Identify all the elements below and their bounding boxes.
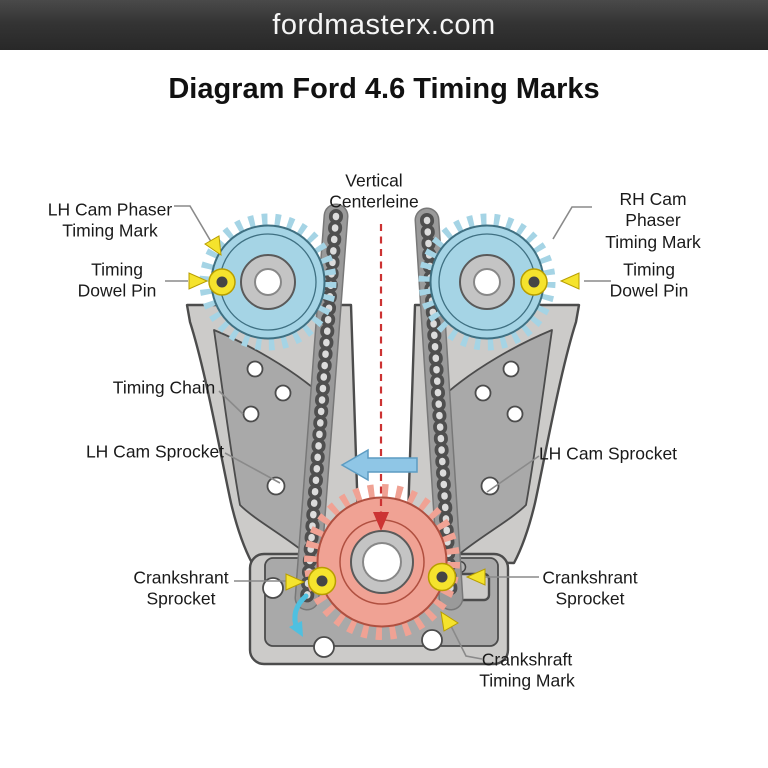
crank-pin-center: [316, 575, 328, 587]
pointer-arrow-icon: [465, 568, 486, 586]
bolt-hole: [274, 384, 292, 402]
label-crank-sprocket-left: Crankshrant Sprocket: [133, 567, 229, 609]
label-lh-cam-phaser-timing-mark: LH Cam Phaser Timing Mark: [47, 199, 173, 241]
site-header-bar: fordmasterx.com: [0, 0, 768, 50]
bolt-hole: [266, 476, 286, 496]
bolt-hole: [262, 577, 284, 599]
bolt-hole: [502, 360, 520, 378]
label-crank-sprocket-right: Crankshrant Sprocket: [542, 567, 638, 609]
bolt-hole: [506, 405, 524, 423]
rh-cam-bore: [473, 268, 501, 296]
rh-pin-center: [528, 276, 540, 288]
bolt-hole: [421, 629, 443, 651]
rh-cam-teeth: [418, 213, 556, 351]
crank-bore: [362, 542, 402, 582]
crank-teeth: [304, 484, 460, 640]
pointer-arrow-icon: [440, 610, 459, 632]
site-title: fordmasterx.com: [272, 8, 496, 41]
cover-right-recess: [447, 329, 553, 557]
pointer-arrow-icon: [285, 573, 306, 591]
label-crankshaft-timing-mark: Crankshraft Timing Mark: [479, 649, 575, 691]
lh-cam-sprocket: [199, 213, 337, 351]
label-cam-sprocket-left: LH Cam Sprocket: [85, 441, 225, 462]
rotation-arrowhead-icon: [289, 621, 303, 637]
label-timing-dowel-pin-right: Timing Dowel Pin: [609, 259, 689, 301]
pointer-arrow-icon: [559, 272, 580, 290]
pointer-arrow-icon: [188, 272, 209, 290]
bolt-hole: [313, 636, 335, 658]
leader-lines: [165, 205, 611, 660]
label-cam-sprocket-right: LH Cam Sprocket: [538, 443, 678, 464]
bolt-hole: [474, 384, 492, 402]
label-timing-chain: Timing Chain: [112, 377, 216, 398]
direction-arrow-icon: [340, 448, 418, 482]
pointer-arrow-icon: [204, 235, 222, 257]
lh-cam-teeth: [199, 213, 337, 351]
lh-cam-bore: [254, 268, 282, 296]
page-title: Diagram Ford 4.6 Timing Marks: [168, 73, 600, 105]
rh-cam-sprocket: [418, 213, 556, 351]
bolt-hole: [480, 476, 500, 496]
label-vertical-centerline: Vertical Centerleine: [329, 170, 419, 212]
label-rh-cam-phaser-timing-mark: RH Cam Phaser Timing Mark: [605, 188, 701, 252]
crankshaft-sprocket: [304, 484, 460, 640]
cover-left-recess: [213, 329, 319, 557]
label-timing-dowel-pin-left: Timing Dowel Pin: [77, 259, 157, 301]
pointer-arrows: [188, 235, 580, 632]
timing-chain-left: [294, 203, 349, 611]
bolt-hole: [246, 360, 264, 378]
centerline-arrowhead-icon: [373, 512, 389, 531]
bolt-hole: [242, 405, 260, 423]
lh-pin-center: [216, 276, 228, 288]
crank-pin-center: [436, 571, 448, 583]
